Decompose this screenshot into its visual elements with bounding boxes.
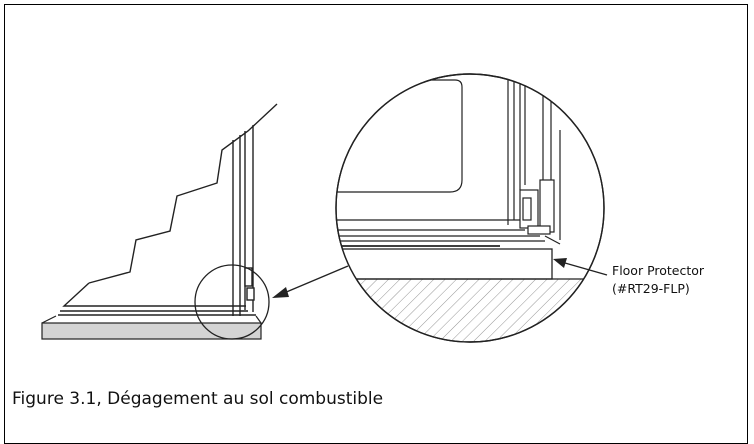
zoom-detail — [335, 73, 605, 343]
installation-diagram — [41, 73, 608, 343]
floor-protector-label-line2: (#RT29-FLP) — [612, 281, 690, 296]
floor-protector-label-line1: Floor Protector — [612, 263, 705, 278]
floor-protector-overview — [41, 315, 262, 340]
stove-overview — [58, 103, 278, 316]
cut-line — [88, 103, 278, 284]
floor-protector-label: Floor Protector (#RT29-FLP) — [612, 262, 704, 298]
figure-caption: Figure 3.1, Dégagement au sol combustibl… — [12, 389, 384, 409]
callout-arrow — [553, 258, 608, 276]
detail-arrow — [272, 265, 349, 298]
detail-circle — [194, 264, 270, 340]
